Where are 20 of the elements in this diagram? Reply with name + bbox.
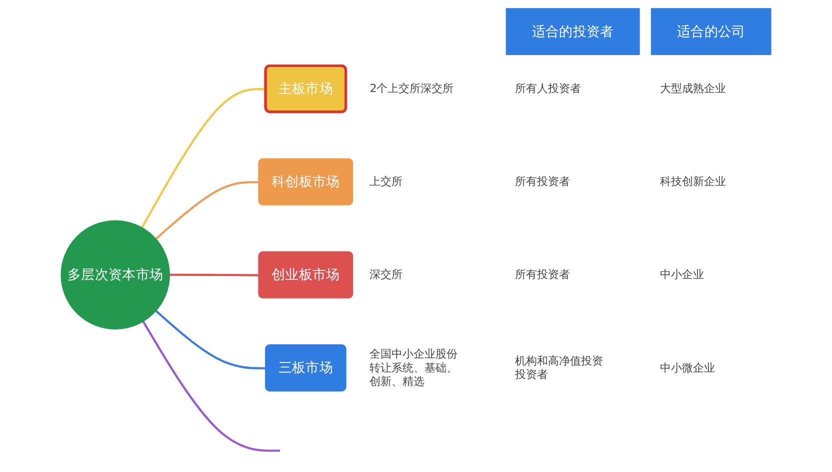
table-text: 所有投资者 <box>514 175 570 188</box>
table-text: 机构和高净值投资投资者 <box>514 354 603 382</box>
connector <box>155 181 260 240</box>
table-text: 所有人投资者 <box>514 82 581 96</box>
connector <box>142 320 280 452</box>
connector <box>170 274 260 276</box>
connector <box>155 310 266 370</box>
table-text: 大型成熟企业 <box>660 82 726 96</box>
branch-text: 上交所 <box>370 175 403 188</box>
branch-text: 全国中小企业股份转让系统、基础、创新、精选 <box>370 348 458 388</box>
table-text: 中小企业 <box>660 268 704 282</box>
table-text: 所有投资者 <box>514 268 570 282</box>
node-box: 适合的公司 <box>650 8 772 56</box>
table-text: 科技创新企业 <box>660 175 726 188</box>
node-circle: 多层次资本市场 <box>60 220 170 330</box>
node-box: 适合的投资者 <box>506 8 640 56</box>
table-text: 中小微企业 <box>660 361 715 374</box>
branch-text: 深交所 <box>370 268 403 282</box>
connector <box>141 88 266 228</box>
branch-text: 2个上交所深交所 <box>370 82 454 96</box>
